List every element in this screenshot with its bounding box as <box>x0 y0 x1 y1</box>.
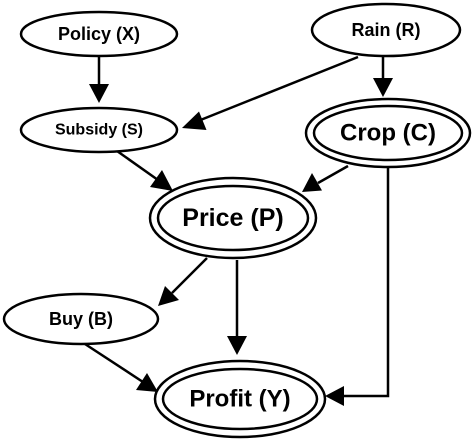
node-buy: Buy (B) <box>2 292 160 346</box>
node-buy-label: Buy (B) <box>49 309 113 329</box>
node-rain-label: Rain (R) <box>352 20 421 40</box>
edge-crop-to-price <box>302 164 349 192</box>
edge-price-to-buy <box>158 257 208 306</box>
edge-policy-to-subsidy <box>89 55 109 103</box>
node-rain: Rain (R) <box>310 2 462 58</box>
edge-price-to-profit <box>227 260 247 355</box>
node-profit-label: Profit (Y) <box>189 386 290 413</box>
node-policy-label: Policy (X) <box>58 24 140 44</box>
edges <box>84 55 393 406</box>
node-policy: Policy (X) <box>19 10 179 58</box>
edge-crop-to-profit <box>325 164 390 406</box>
node-price-label: Price (P) <box>182 204 283 232</box>
edge-buy-to-profit <box>84 342 158 392</box>
edge-rain-to-crop <box>373 57 393 97</box>
node-price: Price (P) <box>148 176 318 260</box>
node-crop-label: Crop (C) <box>340 120 436 147</box>
node-subsidy-label: Subsidy (S) <box>55 122 143 139</box>
edge-rain-to-subsidy <box>182 55 359 130</box>
node-profit: Profit (Y) <box>153 359 327 439</box>
edge-subsidy-to-price <box>116 149 173 191</box>
node-crop: Crop (C) <box>304 97 472 169</box>
node-subsidy: Subsidy (S) <box>19 106 179 154</box>
